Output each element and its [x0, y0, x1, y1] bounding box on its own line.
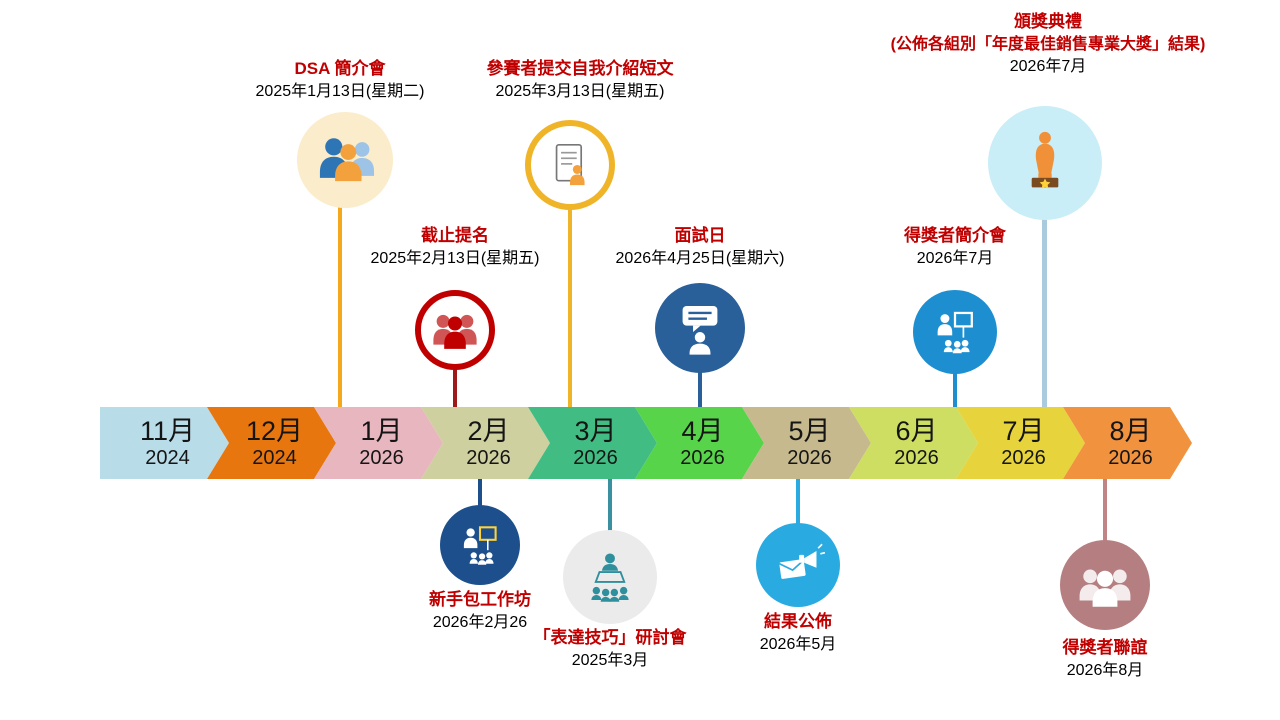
month-chevron-nov-2024: 11月 2024: [100, 407, 229, 479]
month-year: 2026: [1108, 446, 1153, 469]
event-marker-presentation-skills-seminar: [563, 530, 657, 624]
month-label: 2月: [467, 416, 510, 447]
month-year: 2026: [787, 446, 832, 469]
event-subtitle: (公佈各組別「年度最佳銷售專業大獎」結果): [890, 35, 1206, 53]
month-label: 6月: [895, 416, 938, 447]
event-marker-interview-day: [655, 283, 745, 373]
event-marker-award-ceremony: [988, 106, 1102, 220]
month-chevron-jul-2026: 7月 2026: [956, 407, 1085, 479]
event-title: 結果公佈: [764, 612, 832, 631]
month-year: 2026: [1001, 446, 1046, 469]
connector-essay-submission: [568, 200, 572, 412]
event-awardee-gathering: 得獎者聯誼 2026年8月: [1063, 636, 1148, 682]
event-date: 2025年2月13日(星期五): [370, 249, 540, 267]
month-year: 2026: [573, 446, 618, 469]
month-year: 2026: [680, 446, 725, 469]
month-year: 2024: [252, 446, 297, 469]
event-presentation-skills-seminar: 「表達技巧」研討會 2025年3月: [534, 626, 687, 672]
event-date: 2026年8月: [1066, 661, 1144, 679]
event-interview-day: 面試日 2026年4月25日(星期六): [616, 224, 785, 270]
event-date: 2026年7月: [916, 249, 994, 267]
event-marker-nomination-deadline: [415, 290, 495, 370]
connector-award-ceremony: [1042, 215, 1047, 412]
connector-presentation-skills-seminar: [608, 476, 612, 536]
month-year: 2026: [894, 446, 939, 469]
connector-starter-kit-workshop: [478, 476, 482, 510]
month-label: 1月: [360, 416, 403, 447]
month-label: 11月: [139, 416, 196, 447]
group-icon: [1079, 569, 1131, 607]
document-person-icon: [555, 144, 585, 186]
event-marker-essay-submission: [525, 120, 615, 210]
event-starter-kit-workshop: 新手包工作坊 2026年2月26: [429, 588, 531, 634]
event-title: 「表達技巧」研討會: [533, 628, 687, 647]
event-awardee-briefing: 得獎者簡介會 2026年7月: [904, 224, 1006, 270]
event-title: 頒獎典禮: [1013, 12, 1082, 31]
connector-awardee-briefing: [953, 368, 957, 412]
connector-results-announcement: [796, 476, 800, 526]
event-date: 2025年3月: [571, 651, 649, 669]
month-label: 5月: [788, 416, 831, 447]
event-marker-results-announcement: [756, 523, 840, 607]
event-date: 2025年3月13日(星期五): [495, 82, 665, 100]
megaphone-envelope-icon: [778, 543, 826, 579]
presenter-easel-icon: [937, 311, 973, 354]
event-marker-starter-kit-workshop: [440, 505, 520, 585]
presenter-easel-icon: [463, 526, 497, 565]
people-icon: [319, 138, 375, 182]
event-date: 2026年5月: [759, 635, 837, 653]
interview-chat-icon: [682, 305, 718, 355]
month-label: 4月: [681, 416, 724, 447]
event-nomination-deadline: 截止提名 2025年2月13日(星期五): [371, 224, 540, 270]
event-title: 面試日: [674, 226, 726, 245]
event-title: 得獎者聯誼: [1062, 638, 1148, 657]
event-award-ceremony: 頒獎典禮 (公佈各組別「年度最佳銷售專業大獎」結果) 2026年7月: [891, 10, 1206, 79]
event-date: 2026年7月: [1009, 58, 1087, 76]
seminar-podium-icon: [591, 553, 629, 602]
month-chevron-dec-2024: 12月 2024: [207, 407, 336, 479]
event-title: 截止提名: [420, 226, 489, 245]
event-marker-awardee-briefing: [913, 290, 997, 374]
month-label: 3月: [574, 416, 617, 447]
month-label: 7月: [1002, 416, 1045, 447]
event-date: 2025年1月13日(星期二): [255, 82, 425, 100]
month-year: 2026: [359, 446, 404, 469]
event-title: DSA 簡介會: [294, 59, 386, 78]
event-dsa-briefing: DSA 簡介會 2025年1月13日(星期二): [256, 57, 425, 103]
nomination-people-icon: [433, 314, 477, 349]
connector-nomination-deadline: [453, 362, 457, 412]
connector-dsa-briefing: [338, 200, 342, 412]
connector-awardee-gathering: [1103, 476, 1107, 546]
trophy-icon: [1031, 131, 1059, 189]
event-title: 得獎者簡介會: [904, 226, 1006, 245]
connector-interview-day: [698, 365, 702, 412]
event-title: 參賽者提交自我介紹短文: [486, 59, 674, 78]
month-label: 8月: [1109, 416, 1152, 447]
month-label: 12月: [245, 416, 304, 447]
event-results-announcement: 結果公佈 2026年5月: [760, 610, 837, 656]
event-date: 2026年2月26: [432, 613, 528, 631]
event-marker-dsa-briefing: [297, 112, 393, 208]
event-date: 2026年4月25日(星期六): [615, 249, 785, 267]
event-title: 新手包工作坊: [429, 590, 531, 609]
month-year: 2026: [466, 446, 511, 469]
month-year: 2024: [145, 446, 190, 469]
event-marker-awardee-gathering: [1060, 540, 1150, 630]
event-essay-submission: 參賽者提交自我介紹短文 2025年3月13日(星期五): [487, 57, 674, 103]
